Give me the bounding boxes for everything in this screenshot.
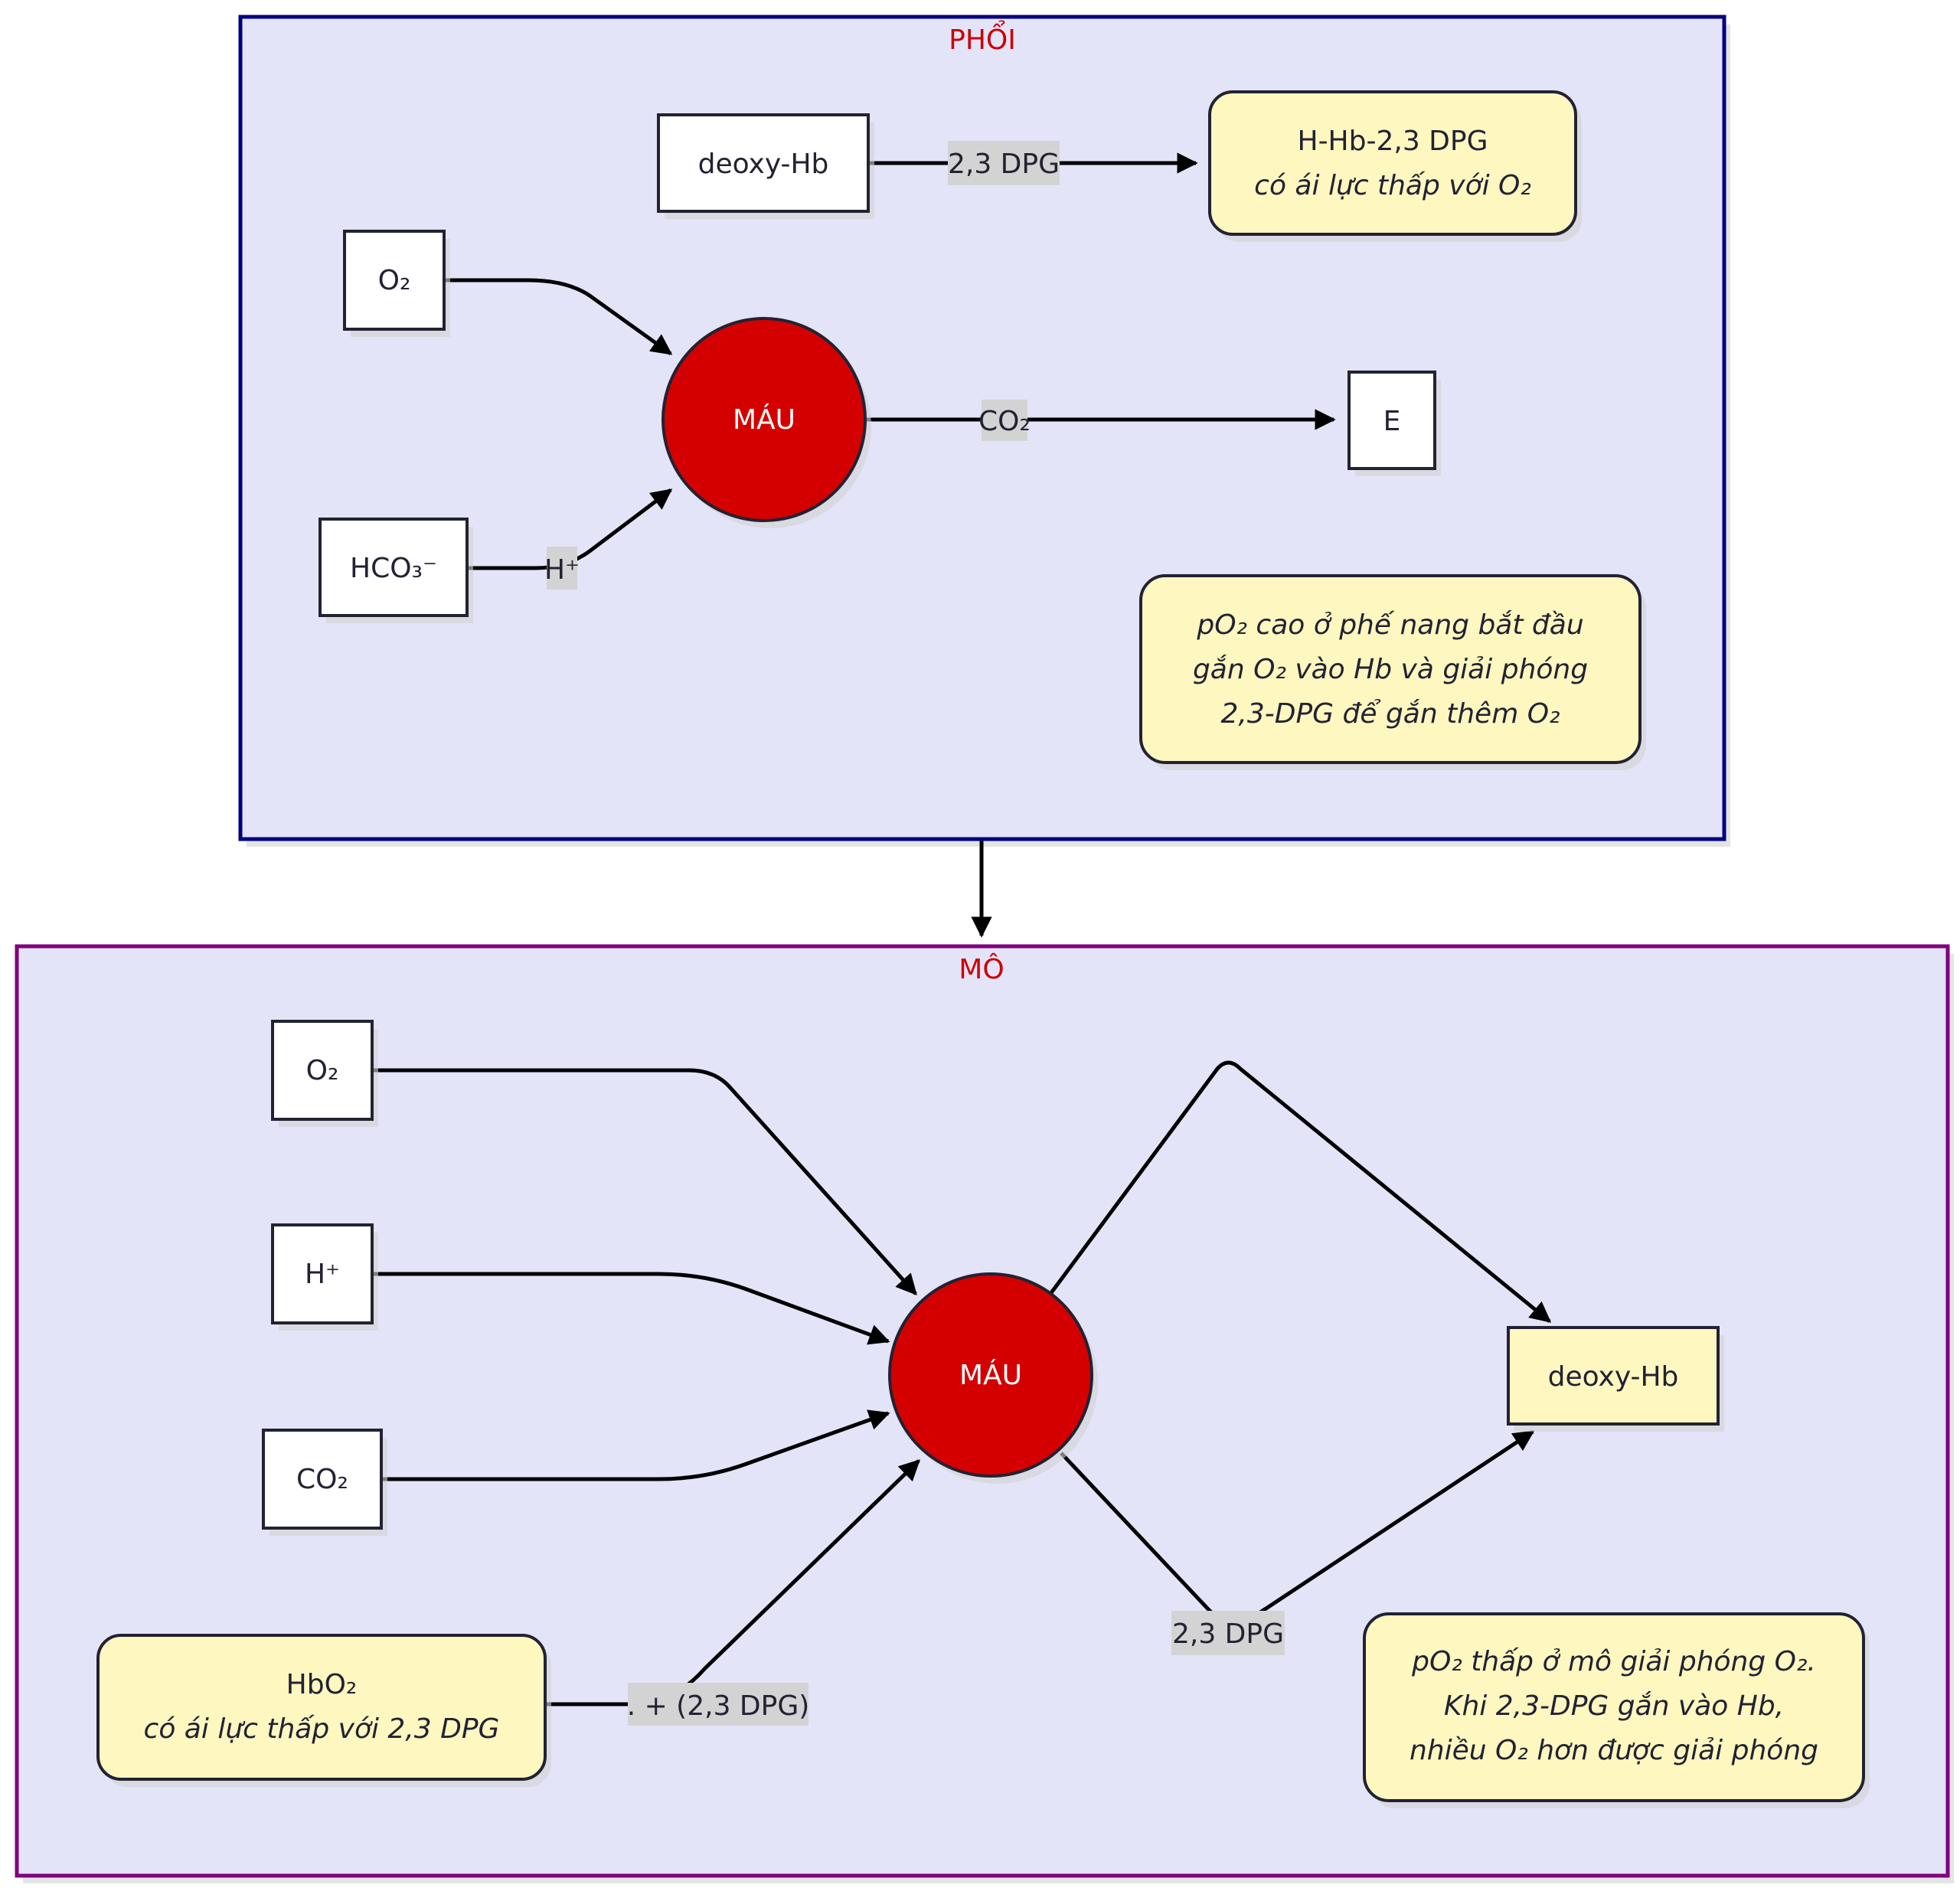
edge-co2-to-blood-mo [381,1409,890,1481]
svg-text:E: E [1383,406,1401,437]
svg-text:MÁU: MÁU [733,403,795,436]
edge-label-dpg-mo: 2,3 DPG [1171,1611,1285,1655]
svg-text:nhiều O₂ hơn được giải phóng: nhiều O₂ hơn được giải phóng [1410,1735,1818,1766]
svg-text:pO₂ thấp ở mô giải phóng O₂.: pO₂ thấp ở mô giải phóng O₂. [1411,1646,1816,1677]
svg-text:MÁU: MÁU [959,1359,1022,1391]
svg-text:deoxy-Hb: deoxy-Hb [1548,1361,1679,1393]
svg-text:. + (2,3 DPG): . + (2,3 DPG) [627,1690,810,1722]
svg-text:2,3-DPG để gắn thêm O₂: 2,3-DPG để gắn thêm O₂ [1221,698,1560,730]
node-co2-mo: CO₂ [262,1429,387,1536]
svg-text:Khi 2,3-DPG gắn vào Hb,: Khi 2,3-DPG gắn vào Hb, [1444,1690,1784,1722]
svg-text:CO₂: CO₂ [296,1464,348,1495]
node-deoxyhb-mo: deoxy-Hb [1507,1326,1724,1432]
svg-text:H-Hb-2,3 DPG: H-Hb-2,3 DPG [1298,126,1488,157]
note-mo: pO₂ thấp ở mô giải phóng O₂. Khi 2,3-DPG… [1363,1612,1870,1808]
svg-text:gắn O₂ vào Hb và giải phóng: gắn O₂ vào Hb và giải phóng [1193,654,1588,685]
node-hco3: HCO₃⁻ [318,518,473,623]
cluster-phoi-title: PHỔI [949,20,1016,56]
node-hhb-dpg: H-Hb-2,3 DPG có ái lực thấp với O₂ [1208,90,1582,242]
svg-text:2,3 DPG: 2,3 DPG [1172,1618,1284,1650]
node-blood-mo: MÁU [888,1272,1098,1484]
node-e: E [1348,371,1441,476]
node-o2-mo: O₂ [271,1020,378,1127]
node-h-mo: H⁺ [271,1223,378,1331]
node-deoxyhb-phoi: deoxy-Hb [657,113,874,219]
svg-text:CO₂: CO₂ [978,406,1031,437]
edge-h-to-blood-mo [372,1272,890,1345]
edge-o2-to-blood [444,278,673,356]
cluster-mo-title: MÔ [959,953,1004,985]
edge-o2-to-blood-mo [372,1068,917,1296]
edge-blood-to-deoxyhb-top [1048,1060,1552,1323]
note-phoi: pO₂ cao ở phế nang bắt đầu gắn O₂ vào Hb… [1139,574,1646,770]
svg-text:O₂: O₂ [378,265,411,296]
node-blood-phoi: MÁU [662,317,871,528]
node-hbo2-mo: HbO₂ có ái lực thấp với 2,3 DPG [96,1634,551,1787]
svg-text:pO₂ cao ở phế nang bắt đầu: pO₂ cao ở phế nang bắt đầu [1196,609,1583,641]
blood-circle-phoi [662,317,867,522]
svg-text:HCO₃⁻: HCO₃⁻ [350,553,437,584]
edge-label-h-phoi: H⁺ [544,547,580,590]
svg-text:có ái lực thấp với O₂: có ái lực thấp với O₂ [1254,170,1531,201]
blood-circle-mo [888,1272,1093,1478]
edge-label-dpg-phoi: 2,3 DPG [948,141,1060,185]
svg-text:deoxy-Hb: deoxy-Hb [698,149,829,180]
node-o2-phoi: O₂ [343,230,450,337]
svg-text:H⁺: H⁺ [544,554,580,586]
svg-text:có ái lực thấp với 2,3 DPG: có ái lực thấp với 2,3 DPG [144,1713,500,1745]
svg-text:O₂: O₂ [306,1055,339,1086]
svg-text:2,3 DPG: 2,3 DPG [948,149,1060,180]
svg-text:HbO₂: HbO₂ [286,1669,358,1700]
edge-label-hbo2-mo: . + (2,3 DPG) [627,1683,810,1726]
svg-text:H⁺: H⁺ [305,1259,340,1290]
edge-label-co2-phoi: CO₂ [978,400,1031,441]
